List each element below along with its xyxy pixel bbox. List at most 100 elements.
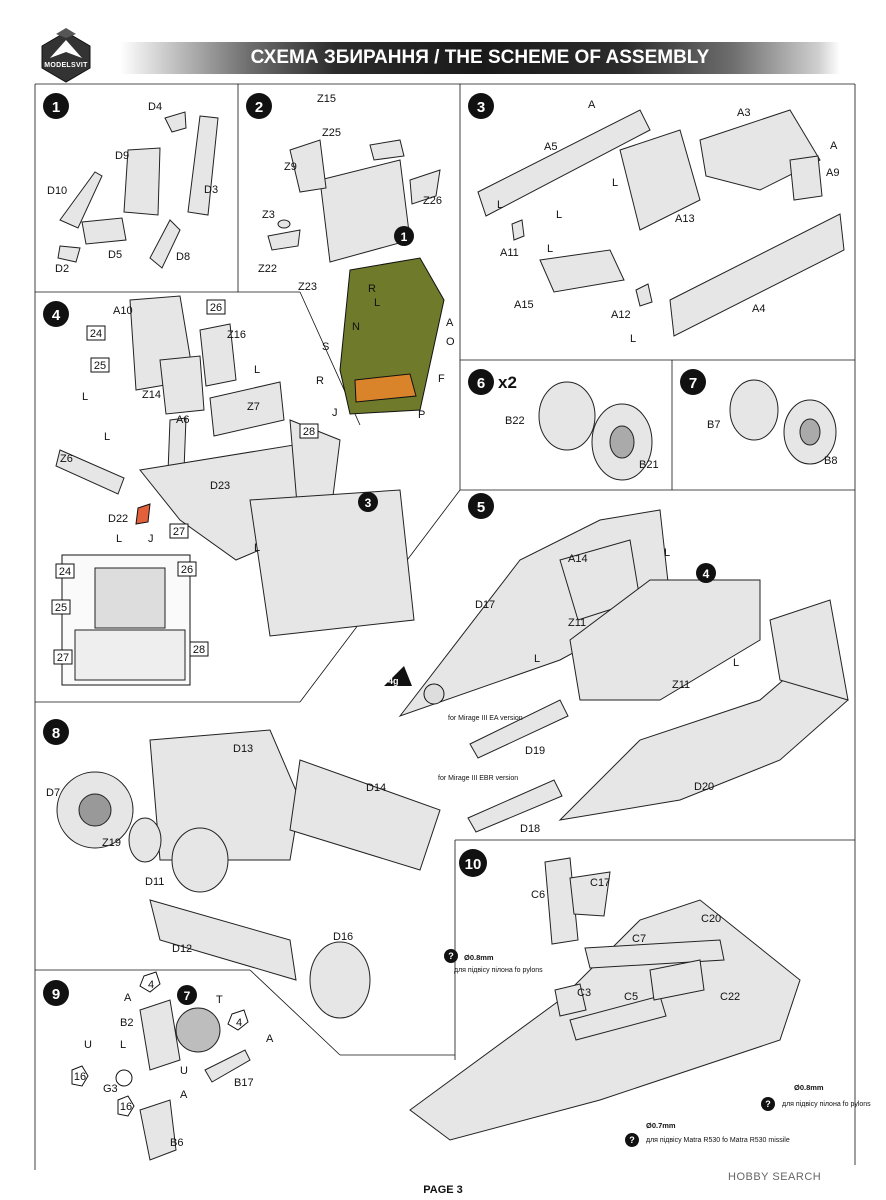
label-l-5b: L: [534, 653, 540, 665]
part-z25: [369, 139, 405, 161]
svg-text:4: 4: [52, 307, 61, 324]
mark-f: F: [438, 373, 445, 385]
note-ea: for Mirage III EA version: [448, 715, 523, 722]
label-a-9b: A: [266, 1033, 274, 1045]
label-l-5: L: [630, 333, 636, 345]
svg-text:1: 1: [401, 230, 408, 244]
step-8: 8 D13 D7 D14 Z19 D11 D12 D16: [43, 719, 441, 1019]
step-1-badge: [43, 93, 69, 119]
part-a15: [539, 249, 625, 293]
part-c22: [649, 959, 705, 1001]
part-a12: [635, 283, 653, 307]
label-a4: A4: [752, 303, 765, 315]
label-z15: Z15: [317, 93, 336, 105]
label-z26: Z26: [423, 195, 442, 207]
label-d7: D7: [46, 787, 60, 799]
label-d11: D11: [145, 876, 164, 888]
step-7: 7 B7 B8: [680, 369, 837, 467]
label-z3: Z3: [262, 209, 275, 221]
step-7-badge: [680, 369, 706, 395]
label-l-b: L: [82, 391, 88, 403]
label-24-inset: 24: [59, 566, 71, 578]
label-z19: Z19: [102, 837, 121, 849]
svg-text:9: 9: [52, 986, 60, 1003]
part-b7: [729, 379, 779, 441]
label-a3: A3: [737, 107, 750, 119]
label-d10: D10: [47, 185, 67, 197]
step-9-badge: [43, 980, 69, 1006]
watermark: HOBBY SEARCH: [728, 1171, 822, 1183]
label-d3: D3: [204, 184, 218, 196]
label-d18: D18: [520, 823, 540, 835]
note-c-text: для підвісу Matra R530 fo Matra R530 mis…: [646, 1136, 790, 1144]
label-25: 25: [94, 360, 106, 372]
seat-frame: [319, 159, 411, 263]
part-b17: [204, 1049, 251, 1083]
part-d11: [171, 827, 229, 893]
svg-text:?: ?: [448, 951, 454, 961]
label-z22: Z22: [258, 263, 277, 275]
help-icon-c: [625, 1133, 639, 1147]
label-a12: A12: [611, 309, 631, 321]
label-b17: B17: [234, 1077, 254, 1089]
step-3-badge: [468, 93, 494, 119]
part-b2: [139, 999, 181, 1071]
label-d22: D22: [108, 513, 128, 525]
label-25-inset: 25: [55, 602, 67, 614]
label-l-9: L: [120, 1039, 126, 1051]
part-d8: [149, 219, 181, 269]
label-ref-4b: 4: [236, 1017, 242, 1029]
label-z11-a: Z11: [568, 617, 586, 629]
part-c5: [569, 995, 667, 1041]
part-z3: [277, 219, 291, 229]
part-d19: [469, 699, 569, 759]
label-a14: A14: [568, 553, 588, 565]
seat-cushion: [354, 373, 417, 403]
part-b6: [139, 1099, 177, 1161]
note-b-text: для підвісу пілона fo pylons: [782, 1100, 871, 1108]
mark-l: L: [374, 297, 380, 309]
part-d5: [81, 217, 127, 245]
console: [74, 629, 186, 681]
label-d16: D16: [333, 931, 353, 943]
label-l-3: L: [556, 209, 562, 221]
part-d10: [59, 171, 103, 229]
mark-s: S: [322, 341, 329, 353]
step-2-badge: [246, 93, 272, 119]
part-z16: [199, 323, 237, 387]
label-24: 24: [90, 328, 102, 340]
mark-o: O: [446, 336, 455, 348]
label-z16: Z16: [227, 329, 246, 341]
part-d2: [57, 245, 81, 263]
label-l-4: L: [547, 243, 553, 255]
label-c5: C5: [624, 991, 638, 1003]
weight-icon: [384, 666, 412, 686]
label-a11: A11: [500, 247, 519, 259]
label-ref-16b: 16: [120, 1101, 132, 1113]
label-d14: D14: [366, 782, 386, 794]
label-b22: B22: [505, 415, 525, 427]
label-b2: B2: [120, 1017, 133, 1029]
label-l-5c: L: [733, 657, 739, 669]
label-a-9a: A: [124, 992, 132, 1004]
label-z23: Z23: [298, 281, 317, 293]
step-4: 4 A10 26 24 Z16 25 L Z14 L A6 Z7 L 28 Z6…: [43, 295, 415, 686]
wheel: [175, 1007, 221, 1053]
label-d12: D12: [172, 943, 192, 955]
label-26: 26: [210, 302, 222, 314]
label-d20: D20: [694, 781, 714, 793]
label-a-9c: A: [180, 1089, 188, 1101]
part-z19: [128, 817, 162, 863]
part-a9: [789, 155, 823, 201]
step-10-badge: [459, 849, 487, 877]
part-3: [249, 489, 415, 637]
cockpit-assembly: [569, 579, 761, 701]
svg-text:8: 8: [52, 725, 60, 742]
svg-text:1: 1: [52, 99, 60, 116]
part-z14: [159, 355, 205, 415]
qty-label: x2: [498, 373, 517, 392]
svg-text:6: 6: [477, 375, 485, 392]
label-b6: B6: [170, 1137, 183, 1149]
ref-3: 3: [365, 496, 372, 510]
label-d23: D23: [210, 480, 230, 492]
